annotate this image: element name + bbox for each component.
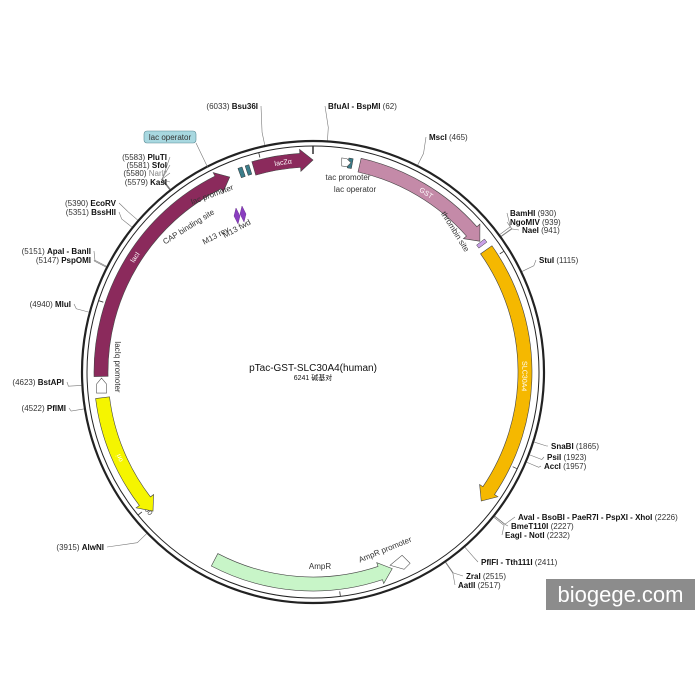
tick-mark-6000 (258, 152, 261, 158)
lac-operator-callout-box (143, 130, 197, 144)
site-bmet110i[interactable]: BmeT110I (2227) (511, 522, 574, 531)
site-msci[interactable]: MscI (465) (429, 133, 468, 142)
feature-laci-label: lacI (130, 251, 142, 264)
site-sfoi[interactable]: (5581) SfoI (127, 161, 167, 170)
feature-ori-label: ori (115, 452, 125, 462)
site-stui[interactable]: StuI (1115) (539, 256, 579, 265)
site-leader-bsu36i-0 (260, 105, 266, 146)
site-avai-bsobi-paer7i-pspxi-xhoi[interactable]: AvaI - BsoBI - PaeR7I - PspXI - XhoI (22… (518, 513, 678, 522)
site-leader-zrai-26 (445, 562, 464, 577)
site-aatii[interactable]: AatII (2517) (458, 581, 501, 590)
backbone-outer-ring (80, 139, 546, 605)
plasmid-size: 6241 碱基对 (294, 373, 333, 382)
site-leader-bstapi-16 (66, 381, 82, 387)
plasmid-name: pTac-GST-SLC30A4(human) (249, 363, 377, 374)
site-leader-bmet110i-22 (494, 516, 509, 527)
m13-rev-primer[interactable] (233, 207, 241, 225)
site-leader-lines (66, 105, 549, 586)
site-leader-mlui-15 (73, 303, 89, 313)
feature-label-tac-promoter: tac promoter (326, 173, 371, 182)
site-leader-snabi-18 (534, 441, 549, 447)
site-ecorv[interactable]: (5390) EcoRV (65, 199, 117, 208)
site-psii[interactable]: PsiI (1923) (547, 453, 587, 462)
site-pspomi[interactable]: (5147) PspOMI (36, 256, 91, 265)
site-leader-kasi-6 (160, 178, 171, 190)
thrombin-site-box[interactable] (476, 238, 488, 249)
site-snabi[interactable]: SnaBI (1865) (551, 442, 599, 451)
lac-promoter-box[interactable] (244, 164, 253, 176)
lac-operator-left-box[interactable] (237, 166, 246, 179)
site-leader-apai-banii-12 (93, 250, 107, 267)
site-leader-stui-14 (521, 259, 537, 272)
site-leader-pflfi-tth111i-25 (464, 547, 479, 563)
feature-slc30a4-label: SLC30A4 (520, 361, 528, 392)
site-apai-banii[interactable]: (5151) ApaI - BanII (22, 247, 91, 256)
site-bsshii[interactable]: (5351) BssHII (66, 208, 116, 217)
tac-promoter-arrow[interactable] (341, 157, 352, 168)
feature-laci-arc[interactable] (93, 172, 231, 377)
lac-operator-callout-text: lac operator (149, 133, 192, 142)
site-leader-eagi-noti-23 (493, 516, 505, 536)
site-leader-aatii-27 (445, 562, 456, 586)
tick-mark-1000 (499, 250, 505, 255)
site-leader-psii-19 (529, 454, 545, 460)
site-leader-alwni-24 (106, 533, 147, 548)
feature-label-ampr: AmpR (309, 562, 331, 571)
feature-slc30a4-arc[interactable] (479, 245, 533, 502)
site-alwni[interactable]: (3915) AlwNI (56, 543, 104, 552)
site-leader-pflmi-17 (68, 407, 85, 412)
site-pflmi[interactable]: (4522) PflMI (22, 404, 66, 413)
small-features (96, 157, 488, 570)
feature-lacZa-label: lacZα (274, 159, 292, 168)
feature-label-lac-operator: lac operator (334, 185, 377, 194)
lac-operator-callout-line (195, 142, 209, 169)
site-bamhi[interactable]: BamHI (930) (510, 209, 557, 218)
restriction-sites: (6033) Bsu36I BfuAI - BspMI (62) MscI (465… (12, 102, 678, 590)
site-eagi-noti[interactable]: EagI - NotI (2232) (505, 531, 570, 540)
site-acci[interactable]: AccI (1957) (544, 462, 587, 471)
tick-mark-4000 (137, 511, 143, 516)
site-nari[interactable]: (5580) NarI* (123, 169, 167, 178)
lac-operator-callout: lac operator (143, 130, 209, 169)
site-bstapi[interactable]: (4623) BstAPI (12, 378, 64, 387)
site-kasi[interactable]: (5579) KasI (125, 178, 167, 187)
site-leader-ecorv-7 (118, 202, 138, 221)
feature-lacZa-arc[interactable] (251, 148, 314, 176)
site-leader-msci-2 (417, 136, 427, 166)
site-leader-bsshii-8 (118, 211, 133, 228)
feature-ampr-arc[interactable] (210, 553, 393, 592)
feature-ori-arc[interactable] (95, 396, 154, 512)
feature-gst-arc[interactable] (357, 157, 481, 242)
laciq-promoter-arrow[interactable] (96, 377, 107, 394)
site-pflfi-tth111i[interactable]: PflFI - Tth111I (2411) (481, 558, 558, 567)
feature-label-laciq-promoter: lacIq promoter (113, 341, 122, 392)
tick-mark-2000 (512, 466, 518, 470)
site-pluti[interactable]: (5583) PluTI (122, 153, 167, 162)
site-leader-bfuai-bspmi-1 (324, 105, 329, 141)
site-leader-acci-20 (526, 461, 542, 468)
tick-mark-5000 (98, 300, 104, 303)
m13-fwd-primer[interactable] (239, 205, 247, 223)
watermark: biogege.com (546, 579, 695, 610)
site-mlui[interactable]: (4940) MluI (30, 300, 71, 309)
ampr-promoter-arrow[interactable] (389, 554, 411, 570)
site-leader-naei-11 (501, 228, 520, 237)
site-bfuai-bspmi[interactable]: BfuAI - BspMI (62) (328, 102, 397, 111)
site-zrai[interactable]: ZraI (2515) (466, 572, 506, 581)
plasmid-backbone (80, 139, 546, 605)
site-bsu36i[interactable]: (6033) Bsu36I (206, 102, 258, 111)
tick-mark-3000 (339, 591, 341, 597)
site-leader-pspomi-13 (93, 259, 107, 268)
site-leader-ngomiv-10 (500, 221, 513, 237)
site-ngomiv[interactable]: NgoMIV (939) (510, 218, 561, 227)
site-naei[interactable]: NaeI (941) (522, 226, 560, 235)
